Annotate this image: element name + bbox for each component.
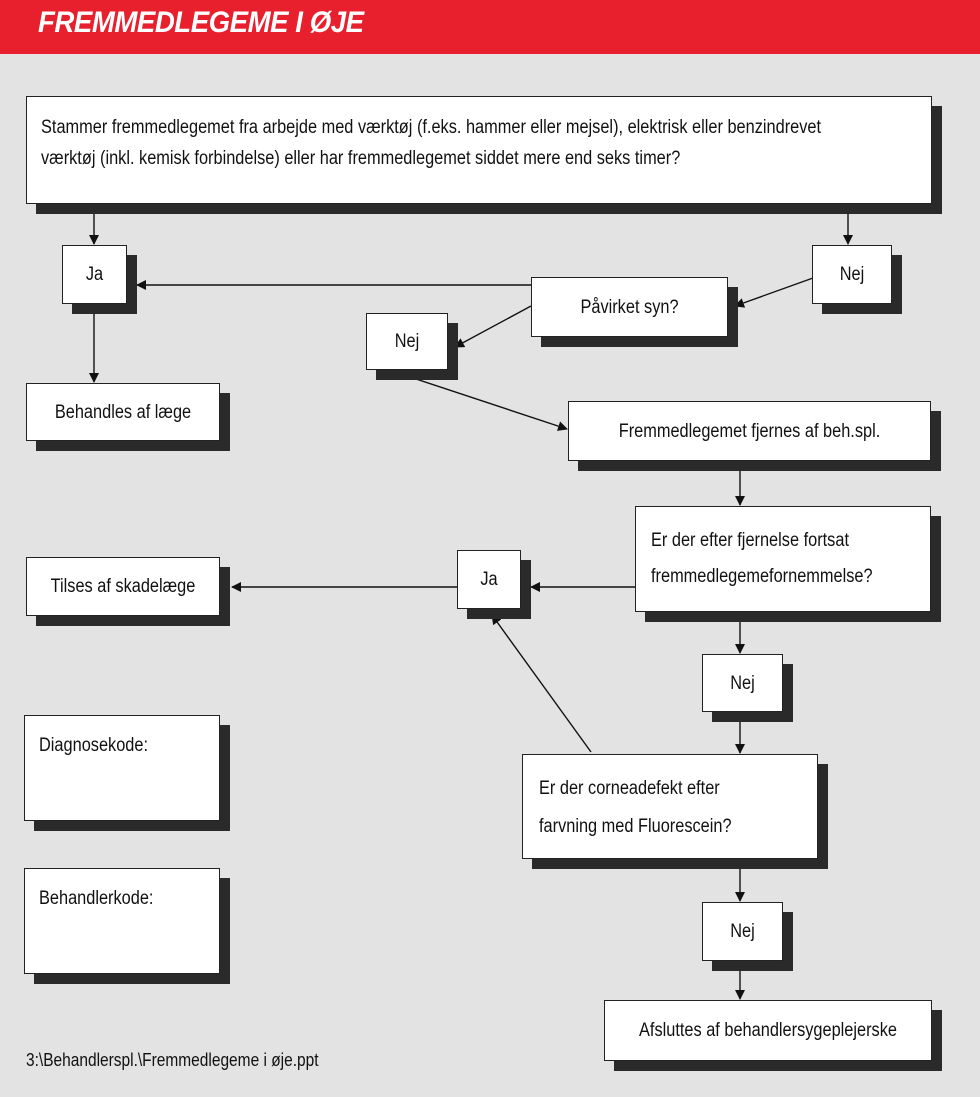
behandlerkode-field[interactable]: Behandlerkode: — [24, 868, 220, 974]
arrow-pavirket-to-nej — [454, 305, 532, 348]
nej-label-2: Nej — [394, 331, 420, 352]
tilses-label: Tilses af skadelæge — [50, 576, 196, 597]
question-tool-line1: Stammer fremmedlegemet fra arbejde med v… — [41, 117, 822, 138]
ja-label-1: Ja — [85, 264, 104, 285]
nej-box-4: Nej — [702, 902, 783, 961]
ja-box-1: Ja — [62, 245, 127, 304]
afsluttes-box: Afsluttes af behandlersygeplejerske — [604, 1000, 932, 1061]
arrow-nej-to-pavirket — [734, 277, 814, 308]
question-cornea-box: Er der corneadefekt efter farvning med F… — [522, 754, 818, 859]
question-tool-line2: værktøj (inkl. kemisk forbindelse) eller… — [41, 148, 681, 169]
ja-label-2: Ja — [480, 569, 498, 590]
nej-box-3: Nej — [702, 654, 783, 712]
question-cornea-line2: farvning med Fluorescein? — [539, 816, 732, 837]
arrow-nej-to-fjernes — [406, 375, 568, 431]
nej-label-1: Nej — [839, 264, 865, 285]
diagnosekode-field[interactable]: Diagnosekode: — [24, 715, 220, 821]
pavirket-syn-label: Påvirket syn? — [580, 296, 679, 318]
diagnosekode-label: Diagnosekode: — [39, 735, 149, 756]
question-tool-box: Stammer fremmedlegemet fra arbejde med v… — [26, 96, 932, 204]
fjernes-label: Fremmedlegemet fjernes af beh.spl. — [618, 420, 881, 442]
header-bar: FREMMEDLEGEME I ØJE — [0, 0, 980, 54]
tilses-box: Tilses af skadelæge — [26, 557, 220, 616]
behandles-box: Behandles af læge — [26, 383, 220, 441]
nej-box-1: Nej — [812, 245, 892, 304]
nej-box-2: Nej — [366, 313, 448, 370]
nej-label-3: Nej — [730, 672, 755, 694]
question-sensation-box: Er der efter fjernelse fortsat fremmedle… — [635, 506, 931, 612]
behandles-label: Behandles af læge — [54, 401, 192, 423]
nej-label-4: Nej — [730, 921, 755, 942]
file-path-footer: 3:\Behandlerspl.\Fremmedlegeme i øje.ppt — [26, 1050, 319, 1070]
pavirket-syn-box: Påvirket syn? — [531, 277, 728, 337]
question-sensation-line1: Er der efter fjernelse fortsat — [651, 530, 849, 551]
question-cornea-line1: Er der corneadefekt efter — [539, 778, 720, 799]
ja-box-2: Ja — [457, 550, 521, 609]
afsluttes-label: Afsluttes af behandlersygeplejerske — [639, 1020, 897, 1041]
fjernes-box: Fremmedlegemet fjernes af beh.spl. — [568, 401, 931, 461]
arrow-q3-to-ja — [491, 614, 592, 753]
question-sensation-line2: fremmedlegemefornemmelse? — [651, 566, 873, 587]
behandlerkode-label: Behandlerkode: — [39, 888, 154, 909]
page-title: FREMMEDLEGEME I ØJE — [38, 6, 364, 39]
